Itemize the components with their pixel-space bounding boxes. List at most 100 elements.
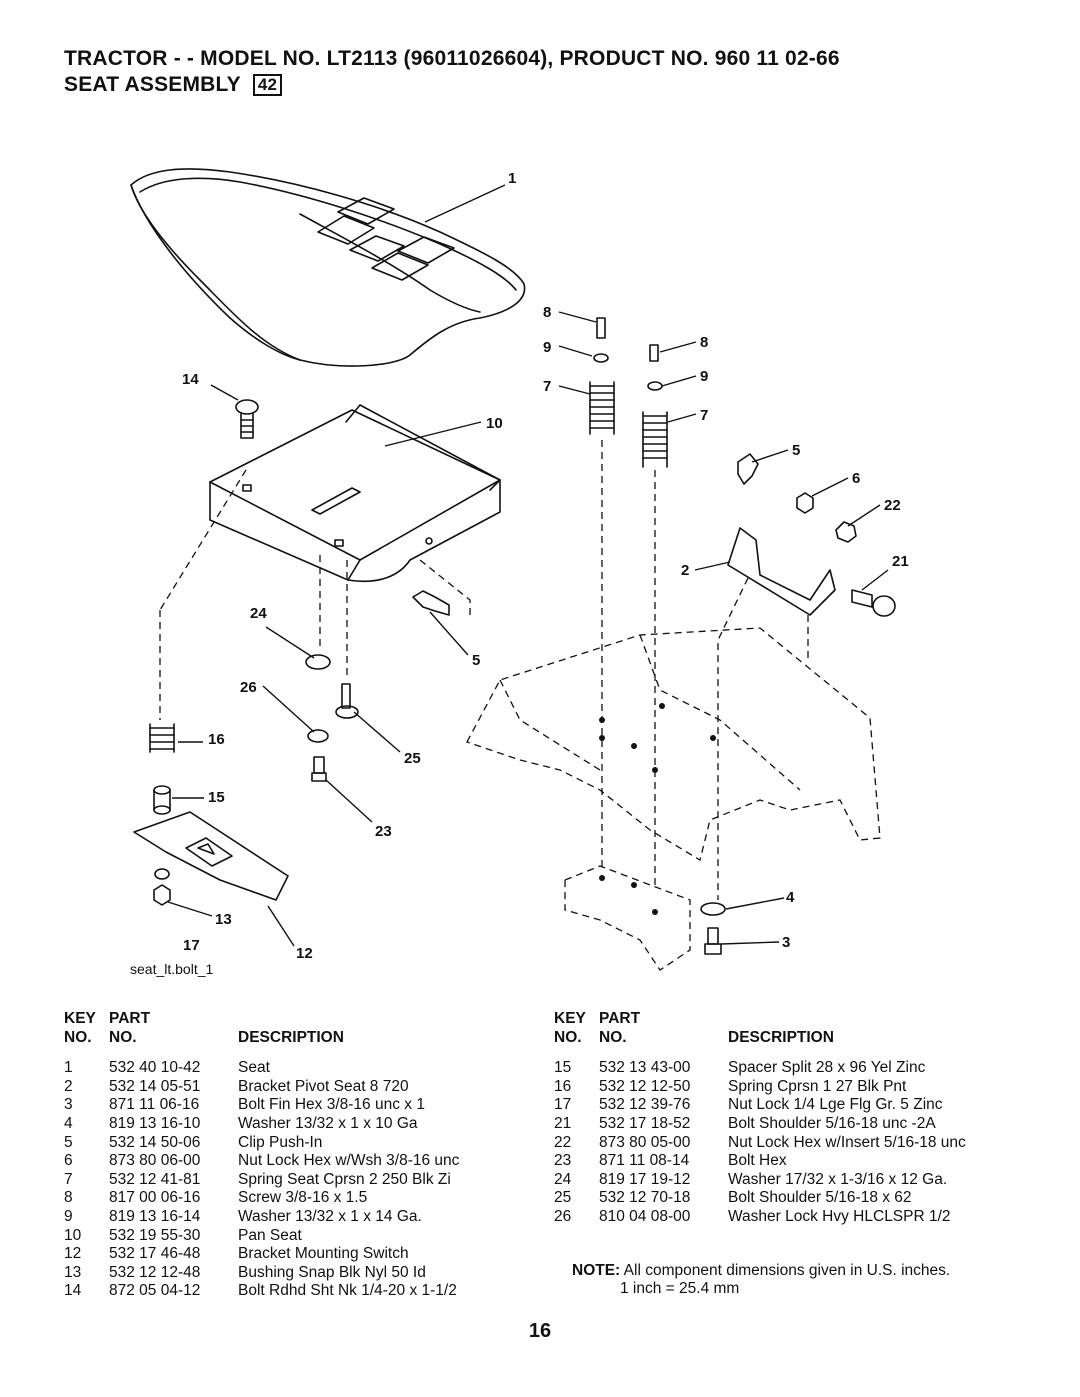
callout-7b: 7 [700,407,708,424]
header-key-no: NO. [64,1028,92,1046]
part-description: Bolt Shoulder 5/16-18 x 62 [728,1189,912,1207]
callout-10: 10 [486,415,503,432]
callout-17: 17 [183,937,200,954]
part-number: 819 13 16-10 [109,1114,201,1132]
note-label: NOTE: [572,1262,621,1279]
part-description: Washer 17/32 x 1-3/16 x 12 Ga. [728,1170,948,1188]
table-row: 1 532 40 10-42 Seat [64,1059,459,1078]
part-number: 532 19 55-30 [109,1226,201,1244]
key-number: 5 [64,1133,73,1151]
table-header: KEY PART NO. NO. DESCRIPTION [554,1010,966,1047]
key-number: 16 [554,1077,572,1095]
part-description: Washer 13/32 x 1 x 10 Ga [238,1114,418,1132]
header-part: PART [109,1010,151,1027]
note-line-2: 1 inch = 25.4 mm [620,1280,740,1297]
parts-table-left: KEY PART NO. NO. DESCRIPTION 1 532 40 10-… [64,1010,459,1301]
exploded-parts-diagram: 1 8 9 7 8 9 7 5 6 22 2 21 10 14 24 5 26 … [130,168,909,971]
callout-9a: 9 [543,339,551,356]
callout-9b: 9 [700,368,708,385]
callout-5b: 5 [472,652,480,669]
bracket-pivot-seat [727,527,836,616]
frame-holes [599,703,716,915]
header-description: DESCRIPTION [728,1028,834,1046]
callout-8a: 8 [543,304,551,321]
part-number: 819 13 16-14 [109,1207,201,1225]
spacer-15 [153,785,171,815]
callout-15: 15 [208,789,225,806]
part-description: Screw 3/8-16 x 1.5 [238,1189,368,1207]
header-key: KEY [554,1010,586,1027]
part-number: 810 04 08-00 [599,1207,691,1225]
callout-12: 12 [296,945,313,962]
part-description: Pan Seat [238,1226,302,1244]
header-part-no: NO. [599,1028,627,1046]
callout-7a: 7 [543,378,551,395]
clip-5-upper [737,453,759,485]
callout-16: 16 [208,731,225,748]
table-header: KEY PART NO. NO. DESCRIPTION [64,1010,459,1047]
washer-26 [307,729,329,743]
part-number: 532 12 70-18 [599,1189,691,1207]
key-number: 21 [554,1114,572,1132]
part-description: Seat [238,1059,270,1077]
key-number: 17 [554,1096,572,1114]
seat-part [130,168,526,367]
leader-lines [167,184,889,947]
part-description: Bolt Rdhd Sht Nk 1/4-20 x 1-1/2 [238,1282,457,1300]
header-key: KEY [64,1010,96,1027]
part-number: 532 12 12-50 [599,1077,691,1095]
callout-4: 4 [786,889,795,906]
part-number: 532 17 46-48 [109,1245,201,1263]
key-number: 10 [64,1226,82,1244]
bolt-3 [704,927,722,955]
callout-2: 2 [681,562,689,579]
callout-23: 23 [375,823,392,840]
part-number: 871 11 08-14 [599,1152,690,1170]
spring-16 [149,723,175,753]
pan-seat-part [209,404,501,583]
callout-14: 14 [182,371,199,388]
section-title: SEAT ASSEMBLY [64,73,241,96]
part-number: 817 00 06-16 [109,1189,201,1207]
page-number: 16 [528,1320,552,1342]
spring-stack-right [642,344,668,468]
title-line-2: SEAT ASSEMBLY 42 [64,72,1024,98]
part-number: 871 11 06-16 [109,1096,200,1114]
part-number: 532 12 41-81 [109,1170,201,1188]
part-number: 872 05 04-12 [109,1282,201,1300]
dimension-note: NOTE: All component dimensions given in … [572,1262,950,1298]
key-number: 4 [64,1114,73,1132]
callout-22: 22 [884,497,901,514]
key-number: 1 [64,1059,73,1077]
key-number: 23 [554,1152,572,1170]
part-number: 532 14 05-51 [109,1077,201,1095]
part-number: 532 40 10-42 [109,1059,201,1077]
key-number: 7 [64,1170,73,1188]
callout-5a: 5 [792,442,800,459]
callout-3: 3 [782,934,790,951]
key-number: 8 [64,1189,73,1207]
part-number: 819 17 19-12 [599,1170,691,1188]
bolt-21 [851,589,896,617]
table-row: 4 819 13 16-10 Washer 13/32 x 1 x 10 Ga [64,1115,459,1134]
part-description: Spring Seat Cprsn 2 250 Blk Zi [238,1170,451,1188]
key-number: 6 [64,1152,73,1170]
table-row: 8 817 00 06-16 Screw 3/8-16 x 1.5 [64,1189,459,1208]
part-description: Nut Lock 1/4 Lge Flg Gr. 5 Zinc [728,1096,943,1114]
callout-8b: 8 [700,334,708,351]
section-number-box: 42 [252,74,283,96]
part-number: 532 17 18-52 [599,1114,691,1132]
table-row: 10 532 19 55-30 Pan Seat [64,1227,459,1246]
bolt-23 [311,756,327,782]
